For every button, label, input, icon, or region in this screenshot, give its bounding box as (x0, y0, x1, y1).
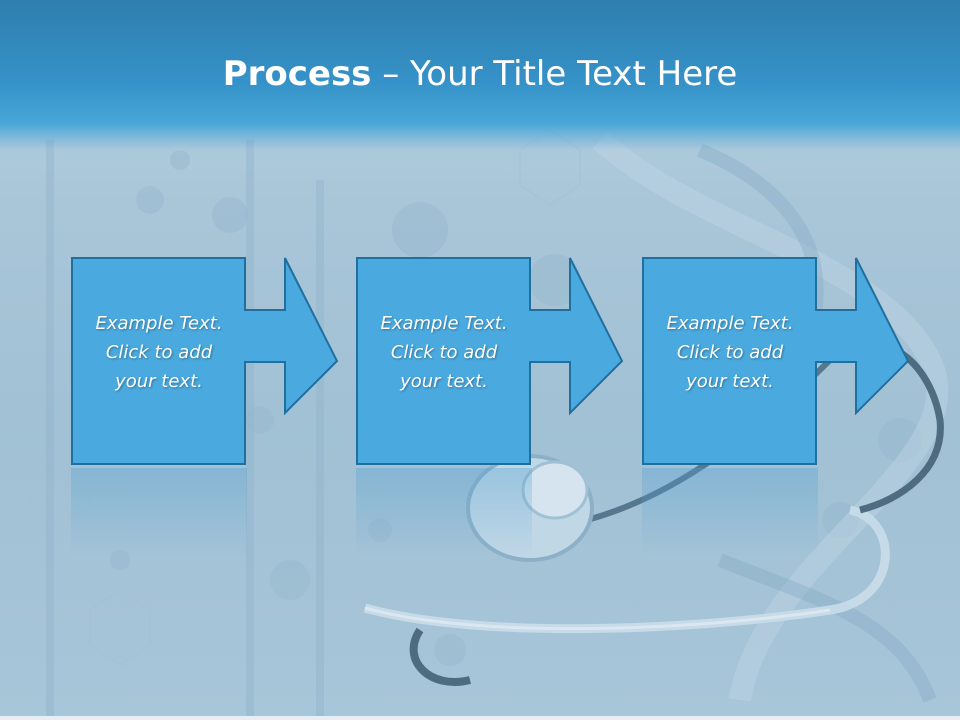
slide-title[interactable]: Process – Your Title Text Here (0, 52, 960, 96)
step-1-text[interactable]: Example Text. Click to add your text. (95, 313, 223, 392)
process-step-1[interactable]: Example Text. Click to add your text. (71, 257, 339, 465)
title-bold-text: Process (222, 54, 372, 94)
step-1-reflection (71, 468, 247, 558)
slide-bottom-edge (0, 716, 960, 720)
process-step-2[interactable]: Example Text. Click to add your text. (356, 257, 624, 465)
title-banner (0, 0, 960, 150)
process-step-3[interactable]: Example Text. Click to add your text. (642, 257, 910, 465)
step-2-text[interactable]: Example Text. Click to add your text. (380, 313, 508, 392)
step-3-reflection (642, 468, 818, 558)
arrow-box-shape (642, 257, 910, 465)
arrow-box-shape (356, 257, 624, 465)
step-2-reflection (356, 468, 532, 558)
title-rest-text: – Your Title Text Here (371, 54, 738, 94)
step-3-text[interactable]: Example Text. Click to add your text. (666, 313, 794, 392)
arrow-box-shape (71, 257, 339, 465)
